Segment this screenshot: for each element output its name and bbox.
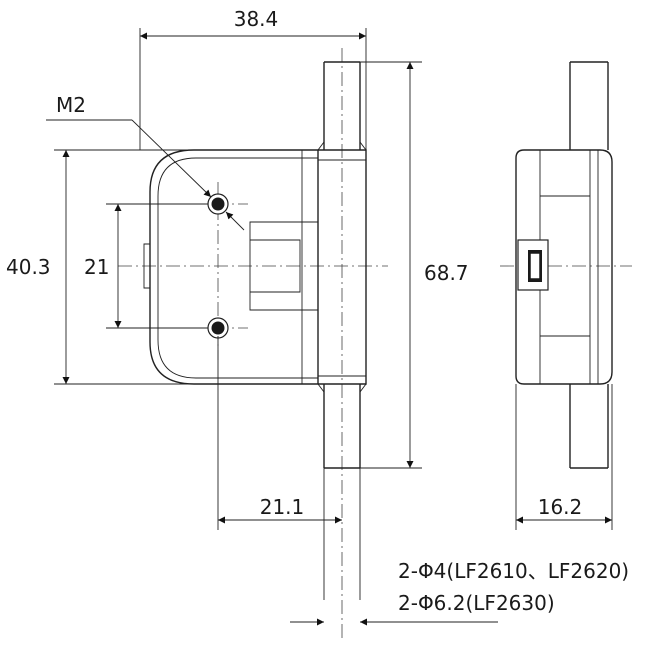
note-diameter-line-2: 2-Φ6.2(LF2630): [398, 591, 555, 615]
dim-width-top: [139, 28, 367, 150]
label-offset-bottom: 21.1: [260, 495, 305, 519]
front-view: [46, 28, 498, 640]
note-diameter-line-1: 2-Φ4(LF2610、LF2620): [398, 559, 629, 583]
label-hole-spacing: 21: [84, 255, 109, 279]
label-height-total: 68.7: [424, 261, 469, 285]
label-depth-side: 16.2: [538, 495, 583, 519]
center-plate: [249, 221, 319, 311]
hinge-knuckle: [301, 141, 367, 393]
mounting-hole-top: [207, 193, 229, 215]
dim-depth-side: [515, 384, 613, 530]
mounting-hole-bottom: [207, 317, 229, 339]
side-body-outline: [515, 149, 613, 385]
label-width-top: 38.4: [234, 7, 279, 31]
body-outline: [149, 149, 367, 385]
dim-height-body: [54, 149, 194, 385]
side-latch: [517, 239, 549, 291]
label-hole-m2: M2: [56, 93, 86, 117]
dim-height-total: [360, 61, 422, 469]
m2-leader-diagonal: [131, 119, 212, 198]
m2-leader-tail: [225, 211, 245, 231]
dim-hole-spacing: [106, 203, 208, 329]
shaft: [323, 61, 361, 600]
dim-offset-bottom: [217, 336, 342, 530]
side-shaft: [569, 61, 609, 469]
side-notch: [143, 243, 150, 289]
side-view: [500, 61, 632, 530]
label-height-body: 40.3: [6, 255, 51, 279]
body-inner-outline: [157, 157, 318, 379]
